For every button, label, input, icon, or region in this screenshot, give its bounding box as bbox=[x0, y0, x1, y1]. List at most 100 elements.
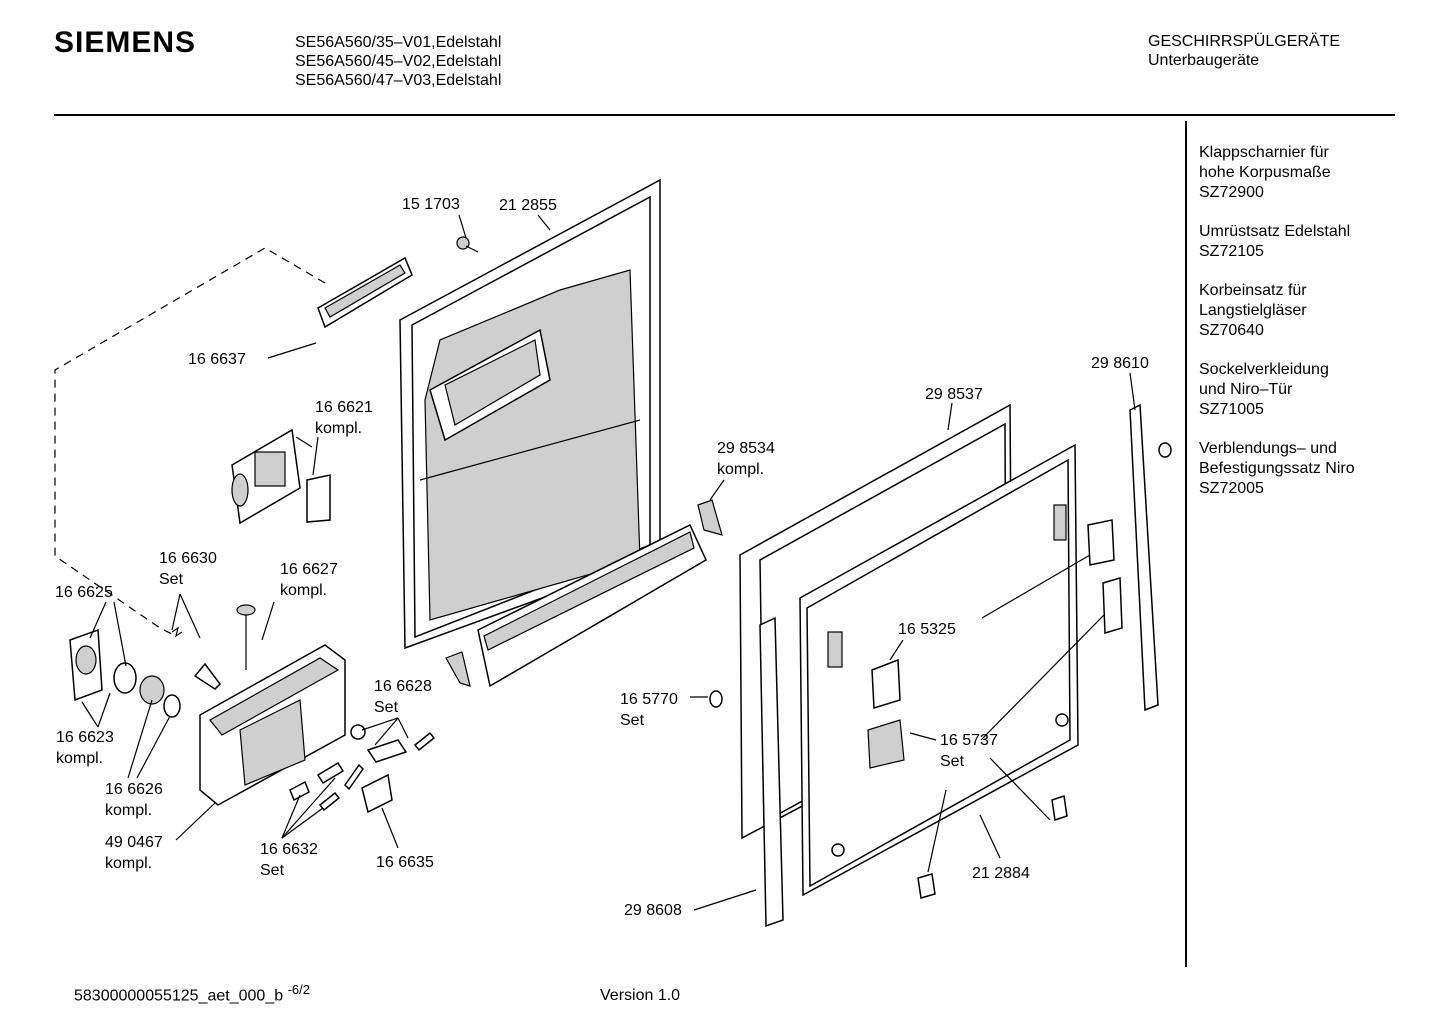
hook-166632 bbox=[289, 780, 310, 802]
accessory-code: SZ72005 bbox=[1199, 480, 1264, 497]
model-line: SE56A560/35–V01,Edelstahl bbox=[295, 34, 502, 51]
accessory-line: Befestigungssatz Niro bbox=[1199, 460, 1355, 477]
part-label-166627: 16 6627 kompl. bbox=[280, 559, 338, 601]
part-number: 16 6632 bbox=[260, 841, 318, 858]
seal-166637 bbox=[317, 256, 413, 329]
part-note: Set bbox=[260, 862, 285, 879]
brand-logo: SIEMENS bbox=[54, 26, 197, 59]
part-label-166630: 16 6630 Set bbox=[159, 548, 217, 590]
part-label-166632: 16 6632 Set bbox=[260, 839, 318, 881]
part-number: 29 8534 bbox=[717, 440, 775, 457]
part-note: Set bbox=[374, 699, 399, 716]
category-block: GESCHIRRSPÜLGERÄTE Unterbaugeräte bbox=[1148, 32, 1340, 70]
part-note: kompl. bbox=[315, 420, 363, 437]
part-label-166625: 16 6625 bbox=[55, 584, 113, 601]
part-label-166623: 16 6623 kompl. bbox=[56, 727, 114, 769]
accessory-line: Umrüstsatz Edelstahl bbox=[1199, 223, 1351, 240]
spring-166632 bbox=[318, 791, 341, 812]
part-number: 16 5737 bbox=[940, 732, 998, 749]
accessory-code: SZ71005 bbox=[1199, 401, 1264, 418]
part-note: kompl. bbox=[105, 802, 153, 819]
page-number: -6/2 bbox=[287, 982, 310, 997]
part-label-298608: 29 8608 bbox=[624, 902, 682, 919]
dispenser-cover-166621 bbox=[231, 428, 331, 525]
accessory-line: Korbeinsatz für bbox=[1199, 282, 1307, 299]
model-list: SE56A560/35–V01,Edelstahl SE56A560/45–V0… bbox=[295, 33, 501, 90]
part-label-298534: 29 8534 kompl. bbox=[717, 438, 775, 480]
screw-cap-165770 bbox=[709, 690, 723, 708]
accessory-line: Sockelverkleidung bbox=[1199, 361, 1329, 378]
sidebar-divider bbox=[1185, 121, 1187, 967]
part-label-166626: 16 6626 kompl. bbox=[105, 779, 163, 821]
part-label-166637: 16 6637 bbox=[188, 351, 246, 368]
category-title: GESCHIRRSPÜLGERÄTE bbox=[1148, 33, 1341, 50]
accessory-item: Umrüstsatz Edelstahl SZ72105 bbox=[1199, 222, 1355, 262]
accessory-line: hohe Korpusmaße bbox=[1199, 164, 1331, 181]
version-label: Version 1.0 bbox=[600, 987, 681, 1004]
latch-166628 bbox=[366, 739, 408, 763]
part-note: Set bbox=[620, 712, 645, 729]
leader-lines bbox=[81, 214, 1136, 911]
spring2-166632 bbox=[344, 763, 364, 791]
part-number: 16 6627 bbox=[280, 561, 338, 578]
accessory-line: Verblendungs– und bbox=[1199, 440, 1337, 457]
accessory-code: SZ72900 bbox=[1199, 184, 1264, 201]
accessory-line: Langstielgläser bbox=[1199, 302, 1307, 319]
accessory-item: Verblendungs– und Befestigungssatz Niro … bbox=[1199, 439, 1355, 499]
accessory-line: Klappscharnier für bbox=[1199, 144, 1329, 161]
part-label-165770: 16 5770 Set bbox=[620, 689, 678, 731]
door-front-212884 bbox=[799, 443, 1079, 897]
seal-ring-166623 bbox=[113, 662, 137, 694]
part-label-212884: 21 2884 bbox=[972, 865, 1030, 882]
valve-166627 bbox=[236, 604, 256, 670]
cap-166626 bbox=[139, 675, 165, 705]
lid-166625 bbox=[69, 628, 103, 702]
seal-strip-298534 bbox=[445, 499, 723, 688]
part-label-165325: 16 5325 bbox=[898, 621, 956, 638]
accessory-item: Klappscharnier für hohe Korpusmaße SZ729… bbox=[1199, 143, 1355, 203]
accessory-line: und Niro–Tür bbox=[1199, 381, 1293, 398]
part-label-166621: 16 6621 kompl. bbox=[315, 397, 373, 439]
bracket-165325 bbox=[1087, 519, 1115, 566]
part-label-490467: 49 0467 kompl. bbox=[105, 832, 163, 874]
part-note: kompl. bbox=[280, 582, 328, 599]
document-number: 58300000055125_aet_000_b bbox=[74, 987, 284, 1005]
model-line: SE56A560/47–V03,Edelstahl bbox=[295, 72, 502, 89]
part-label-166628: 16 6628 Set bbox=[374, 676, 432, 718]
lever-166630 bbox=[193, 662, 221, 690]
o-ring-166626 bbox=[163, 694, 181, 718]
knob-298610 bbox=[1158, 442, 1172, 458]
part-number: 16 6626 bbox=[105, 781, 163, 798]
bracket-165737a bbox=[917, 873, 936, 899]
header-divider bbox=[54, 114, 1395, 116]
part-label-165737: 16 5737 Set bbox=[940, 730, 998, 772]
clip-166632 bbox=[316, 761, 345, 785]
part-note: kompl. bbox=[56, 750, 104, 767]
part-label-212855: 21 2855 bbox=[499, 197, 557, 214]
part-label-298537: 29 8537 bbox=[925, 386, 983, 403]
part-label-298610: 29 8610 bbox=[1091, 355, 1149, 372]
part-note: kompl. bbox=[105, 855, 153, 872]
bracket-165325b bbox=[1102, 577, 1123, 634]
ball-166628 bbox=[350, 724, 366, 740]
accessory-code: SZ70640 bbox=[1199, 322, 1264, 339]
part-note: Set bbox=[159, 571, 184, 588]
part-number: 16 5770 bbox=[620, 691, 678, 708]
dispenser-housing-490467 bbox=[199, 644, 346, 806]
part-number: 16 6630 bbox=[159, 550, 217, 567]
part-number: 49 0467 bbox=[105, 834, 163, 851]
screw-151703 bbox=[456, 236, 479, 253]
spring-166628 bbox=[413, 731, 436, 752]
spring-166630 bbox=[171, 626, 183, 638]
accessory-code: SZ72105 bbox=[1199, 243, 1264, 260]
part-number: 16 6628 bbox=[374, 678, 432, 695]
accessory-item: Korbeinsatz für Langstielgläser SZ70640 bbox=[1199, 281, 1355, 341]
category-subtitle: Unterbaugeräte bbox=[1148, 52, 1260, 69]
bracket-165737b bbox=[1051, 795, 1068, 821]
switch-166635 bbox=[361, 773, 393, 814]
accessory-item: Sockelverkleidung und Niro–Tür SZ71005 bbox=[1199, 360, 1355, 420]
part-note: Set bbox=[940, 753, 965, 770]
part-number: 16 6623 bbox=[56, 729, 114, 746]
assembly-dashed-line bbox=[54, 247, 326, 637]
